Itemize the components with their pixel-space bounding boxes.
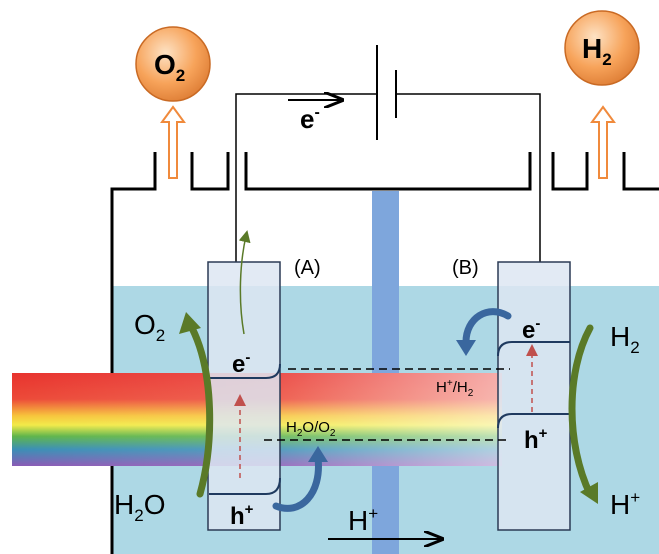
photoanode-electrode: e- h+ <box>207 261 281 531</box>
proton-membrane <box>372 191 399 554</box>
electron-flow-label: e- <box>300 104 320 134</box>
photoanode-hole: h+ <box>230 501 254 530</box>
electrode-a-label: (A) <box>294 257 321 279</box>
reduction-potential-label: H+/H2 <box>436 378 474 399</box>
anode-hole-transfer-arrow <box>272 446 328 512</box>
svg-text:O2: O2 <box>154 49 185 85</box>
electrode-b-label: (B) <box>452 257 479 279</box>
photocathode-conduction-band <box>497 341 570 357</box>
cell-walls <box>110 152 659 554</box>
o2-outlet-arrow <box>160 105 186 179</box>
h2-gas-bubble: H2 <box>564 10 640 86</box>
o2-gas-bubble: O2 <box>135 26 211 102</box>
photoanode-valence-band <box>209 477 281 495</box>
photocathode-electrode: e- h+ <box>497 261 571 531</box>
cathode-reactant-h-plus: H+ <box>610 488 640 520</box>
photoanode-conduction-band <box>209 363 281 379</box>
proton-migration-label: H+ <box>348 504 378 536</box>
cathode-product-h2: H2 <box>610 321 640 357</box>
oxidation-potential-label: H2O/O2 <box>286 419 336 439</box>
anode-product-o2: O2 <box>134 309 165 345</box>
photoanode-electron: e- <box>232 349 250 378</box>
cathode-electron-transfer-arrow <box>456 308 512 356</box>
photoanode-electron-out-arrow <box>238 230 251 335</box>
h2-outlet-arrow <box>590 105 616 179</box>
photocathode-hole: h+ <box>524 425 548 454</box>
svg-text:H2: H2 <box>582 33 612 69</box>
cathode-reaction-arrow <box>568 324 598 504</box>
anode-reaction-arrow <box>179 312 214 498</box>
photocathode-valence-band <box>497 413 570 429</box>
photocathode-electron: e- <box>522 315 540 344</box>
anode-reactant-h2o: H2O <box>114 489 165 525</box>
